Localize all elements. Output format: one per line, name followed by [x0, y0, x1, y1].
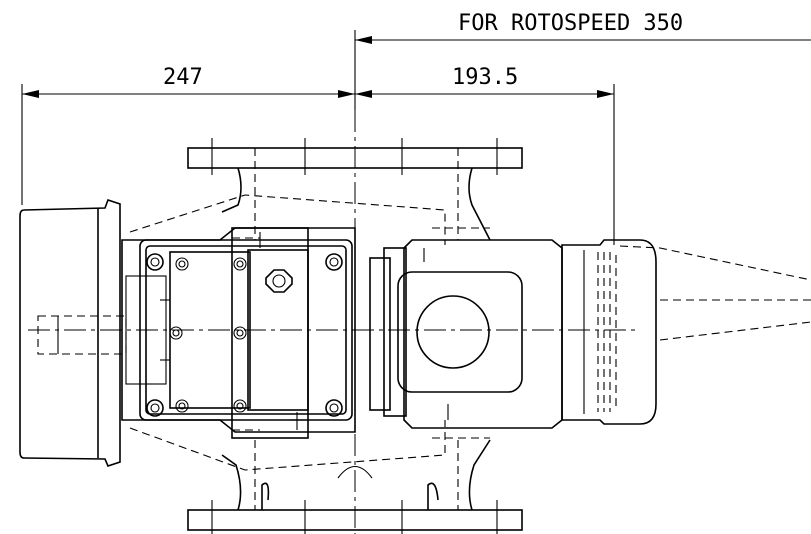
- motor-cover: [19, 198, 127, 467]
- dimension-total-label: FOR ROTOSPEED 350: [458, 11, 683, 36]
- top-flange: [187, 138, 523, 241]
- dimension-lines: [21, 30, 811, 245]
- gearbox: [369, 227, 563, 439]
- rotor-block: [231, 227, 309, 439]
- dimension-left-value: 247: [163, 65, 203, 90]
- bottom-flange: [187, 439, 523, 534]
- bearing-plate: [125, 239, 353, 421]
- center-lines: [28, 110, 640, 534]
- gear-motor: [561, 239, 811, 425]
- dimension-right-value: 193.5: [452, 65, 518, 90]
- bolt-holes: [146, 253, 343, 417]
